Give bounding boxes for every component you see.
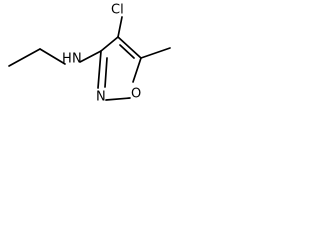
bond-n2-c3-double: [104, 57, 108, 88]
bond-group: [8, 16, 171, 101]
chlorine-label: Cl: [111, 3, 124, 18]
bond-n2-c3: [97, 50, 102, 89]
atom-label-group: Cl H N N O: [62, 3, 141, 105]
ring-n-label: N: [96, 90, 106, 105]
bond-c4-c5: [117, 36, 142, 59]
bond-ethyl-ch3-ch2: [8, 48, 41, 67]
amine-n-label: N: [72, 52, 82, 67]
bond-nh-c3: [79, 50, 102, 63]
bond-c3-c4: [100, 36, 119, 52]
bond-o1-n2: [105, 97, 131, 101]
bond-c4-c5-double: [119, 44, 135, 59]
amine-h-label: H: [62, 52, 72, 67]
ring-o-label: O: [131, 87, 141, 102]
chemical-structure: Cl H N N O: [8, 3, 171, 105]
bond-c4-cl: [117, 16, 123, 38]
bond-c5-methyl: [140, 47, 171, 59]
bond-ethyl-ch2-nh: [39, 48, 66, 65]
bond-c5-o1: [132, 57, 142, 83]
